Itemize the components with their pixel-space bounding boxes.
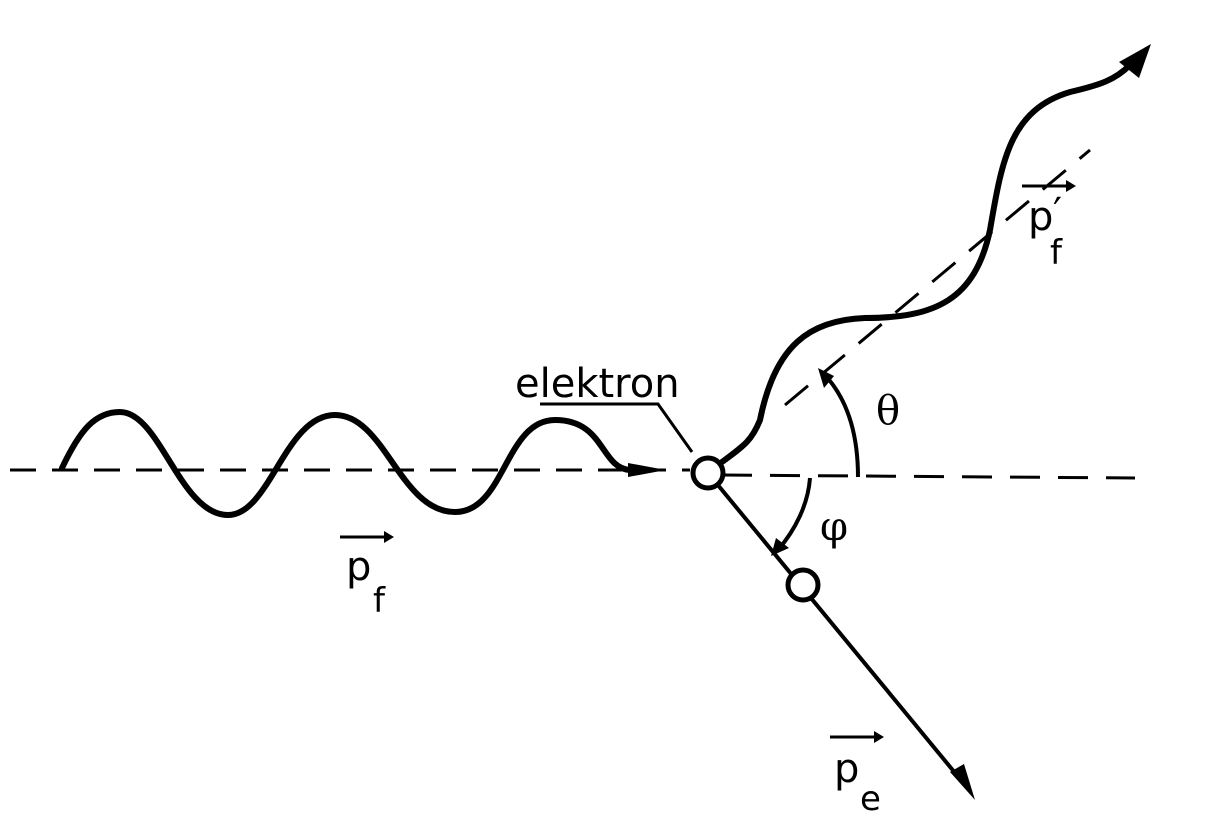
scattered-arrowhead (1119, 44, 1151, 78)
incident-photon-wave (59, 408, 633, 519)
electron-label-leader (540, 402, 694, 453)
electron-label: elektron (515, 361, 680, 407)
recoil-momentum-label: p e (830, 731, 884, 819)
scattered-vector-bar-tip (1066, 180, 1076, 192)
recoil-momentum-main: p (834, 746, 859, 792)
incident-momentum-label: p f (340, 531, 394, 621)
incident-arrowhead (628, 463, 666, 477)
recoil-electron-path (706, 471, 967, 787)
phi-arc-arrowhead (771, 538, 789, 556)
scattered-momentum-main: p (1028, 194, 1053, 240)
theta-label: θ (876, 388, 900, 434)
scattered-direction-dashed (784, 148, 1091, 407)
phi-label: φ (820, 504, 848, 550)
incident-momentum-sub: f (373, 581, 386, 621)
scattered-momentum-sub: f (1050, 233, 1063, 273)
recoil-arrowhead (950, 764, 975, 800)
phi-angle-arc (776, 477, 812, 552)
theta-arc-arrowhead (818, 368, 834, 388)
forward-axis-dashed (721, 473, 1136, 480)
scattered-momentum-prime: ′ (1053, 190, 1062, 236)
scattered-momentum-label: p ′ f (1022, 180, 1076, 273)
recoil-vector-bar-tip (874, 731, 884, 743)
recoil-momentum-sub: e (860, 779, 881, 819)
electron-initial-circle (690, 455, 726, 491)
incident-vector-bar-tip (384, 531, 394, 543)
theta-angle-arc (820, 370, 860, 478)
incident-momentum-main: p (346, 544, 371, 590)
scattered-photon-wave (719, 62, 1133, 465)
electron-recoiled-circle (785, 567, 821, 603)
